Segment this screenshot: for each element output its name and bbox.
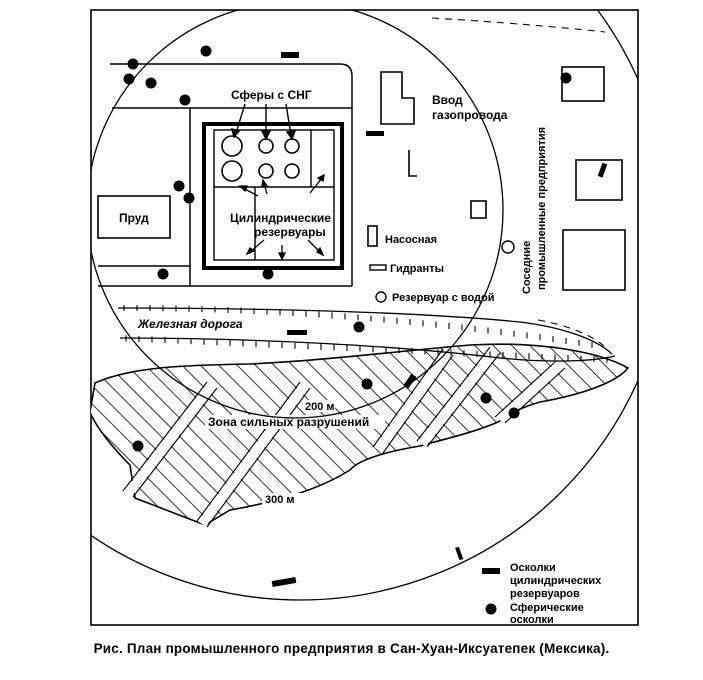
sphere-arrows	[231, 103, 297, 141]
cylindrical-fragments	[271, 52, 608, 588]
label-neighbors-1: Соседние	[521, 241, 533, 294]
legend-cyl-3: резервуаров	[510, 588, 580, 600]
label-cyl-tanks-1: Цилиндрические	[230, 211, 331, 225]
label-pump-house: Насосная	[385, 234, 437, 246]
legend-sph-2: осколки	[510, 614, 554, 626]
neighboring-buildings	[561, 66, 626, 291]
pond	[97, 195, 171, 239]
legend-cyl-2: цилиндрических	[510, 575, 602, 587]
gas-inlet-building	[380, 71, 415, 125]
storage-compound	[202, 122, 344, 270]
explosion-arrows	[238, 173, 325, 261]
map-frame	[90, 9, 639, 626]
label-heavy-damage: Зона сильных разрушений	[208, 415, 369, 429]
label-gas-inlet-2: газопровода	[432, 108, 508, 122]
legend-cyl-fragment-icon	[482, 568, 500, 574]
label-lpg-spheres: Сферы с СНГ	[231, 88, 312, 102]
small-building	[470, 200, 487, 219]
radius-300m-arc	[91, 10, 638, 601]
plant-road-outline-lower	[98, 265, 191, 287]
water-tank-icon	[375, 291, 387, 303]
label-railway: Железная дорога	[137, 317, 243, 331]
neighbor-boundary-dashed	[431, 17, 606, 33]
legend-sph-1: Сферические	[510, 602, 584, 614]
label-pond: Пруд	[119, 211, 149, 225]
label-gas-inlet-1: Ввод	[432, 93, 463, 107]
legend-cyl-1: Осколки	[510, 562, 556, 574]
railway-ties	[123, 305, 608, 363]
label-zone-300: 300 м	[265, 494, 295, 506]
plant-road-outline	[110, 63, 353, 109]
label-neighbors-2: промышленные предприятия	[536, 127, 548, 290]
neighbor-circle	[501, 240, 515, 254]
label-zone-200: 200 м	[305, 401, 335, 413]
radius-200m-circle	[91, 10, 504, 419]
legend-sph-fragment-icon	[485, 603, 497, 615]
figure-caption: Рис. План промышленного предприятия в Са…	[93, 641, 610, 656]
hydrant-icon	[369, 264, 387, 271]
small-structure	[408, 150, 417, 177]
label-cyl-tanks-2: резервуары	[254, 225, 326, 239]
heavy-damage-zone	[91, 343, 630, 528]
spherical-fragments	[123, 45, 572, 452]
lpg-spheres	[221, 135, 300, 182]
label-hydrants: Гидранты	[390, 263, 444, 275]
site-plan-diagram: Сферы с СНГ Ввод газопровода Пруд Цилинд…	[90, 9, 639, 626]
pump-house-icon	[367, 225, 378, 247]
label-water-tank: Резервуар с водой	[392, 292, 495, 304]
legend: Осколки цилиндрических резервуаров Сфери…	[482, 562, 602, 626]
